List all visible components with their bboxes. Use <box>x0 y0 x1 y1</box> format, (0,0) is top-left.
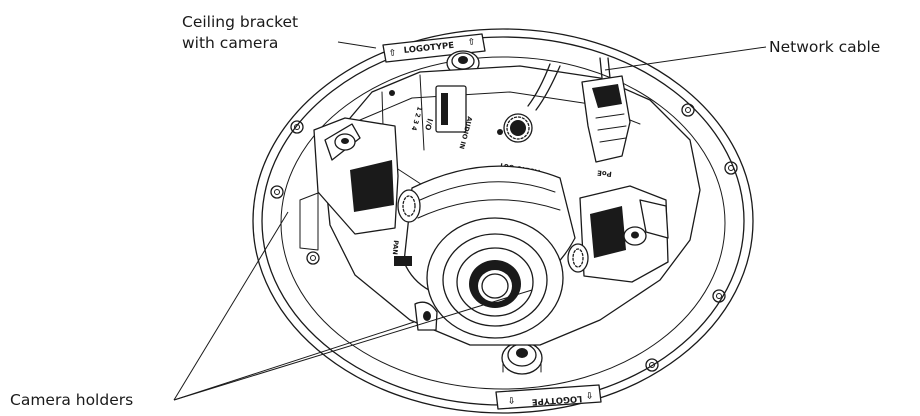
callout-ceiling-bracket-line2: with camera <box>182 34 279 52</box>
svg-text:⇧: ⇧ <box>467 37 476 48</box>
svg-text:⇩: ⇩ <box>508 396 516 407</box>
svg-text:I/O: I/O <box>423 117 435 131</box>
focus-gear <box>503 113 533 143</box>
logotype-plate-top: LOGOTYPE ⇧ ⇧ <box>382 33 486 63</box>
callout-network-cable: Network cable <box>769 38 881 56</box>
camera-lens <box>426 217 564 339</box>
pan-label: PAN <box>391 240 412 266</box>
callout-camera-holders: Camera holders <box>10 391 134 409</box>
logotype-plate-bottom: LOGOTYPE ⇩ ⇩ <box>495 384 602 410</box>
callout-leaders <box>173 41 767 401</box>
bottom-thumb-screw <box>501 341 543 375</box>
side-knob-right <box>567 243 589 273</box>
svg-text:⇧: ⇧ <box>388 48 397 59</box>
camera-holder-right <box>579 185 669 283</box>
cable-clip <box>414 301 438 331</box>
callout-ceiling-bracket: Ceiling bracket with camera <box>182 12 298 54</box>
svg-text:⇩: ⇩ <box>586 391 594 402</box>
callout-ceiling-bracket-line1: Ceiling bracket <box>182 13 299 31</box>
svg-text:PAN: PAN <box>391 240 400 255</box>
svg-text:PoE: PoE <box>597 168 613 178</box>
side-knob-left <box>397 189 421 223</box>
network-cable: PoE <box>527 57 631 178</box>
svg-text:LOGOTYPE: LOGOTYPE <box>531 393 582 407</box>
camera-holder-left <box>299 117 399 251</box>
